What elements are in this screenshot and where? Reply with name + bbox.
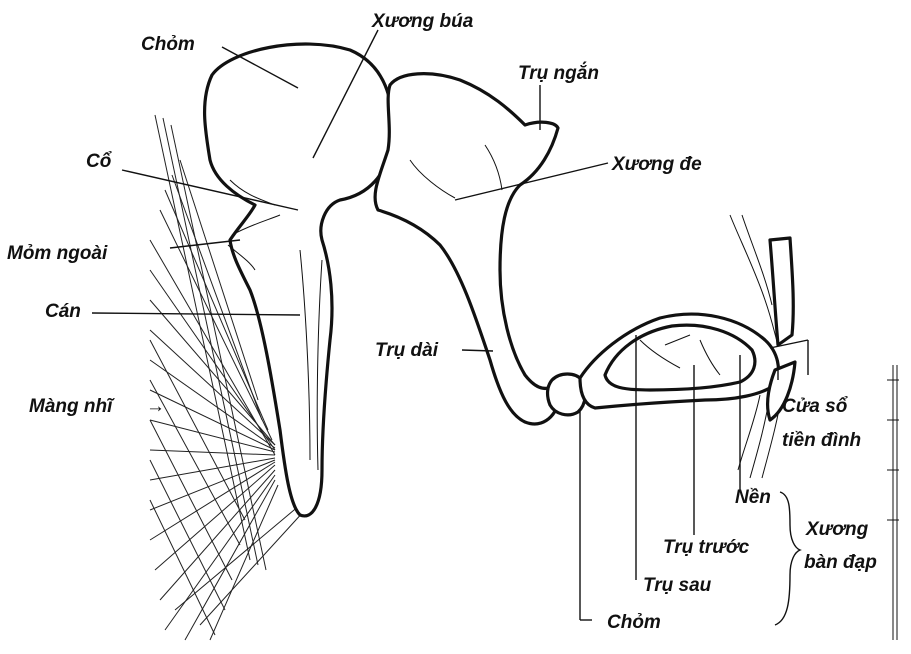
label-short-process: Trụ ngắn [518, 62, 599, 84]
stapes-brace [775, 492, 800, 625]
label-stapes-1: Xương [805, 519, 869, 540]
label-lateral-process: Mỏm ngoài [7, 243, 108, 264]
label-handle: Cán [45, 301, 81, 322]
label-long-process: Trụ dài [375, 340, 439, 361]
label-anterior-crus: Trụ trước [663, 537, 750, 558]
label-malleus-head: Chỏm [141, 34, 195, 55]
eardrum-arrow: → [146, 396, 165, 417]
label-stapes-2: bàn đạp [804, 552, 877, 573]
label-eardrum: Màng nhĩ [29, 396, 115, 417]
label-oval-window-2: tiền đình [782, 430, 861, 451]
label-incus: Xương đe [611, 154, 702, 175]
label-stapes-head: Chỏm [607, 612, 661, 633]
label-neck: Cổ [86, 151, 112, 172]
scan-edge-marks [887, 365, 899, 640]
label-footplate: Nền [735, 487, 771, 508]
incus-bone [375, 74, 560, 424]
label-oval-window-1: Cửa sổ [782, 396, 848, 417]
label-posterior-crus: Trụ sau [643, 575, 712, 596]
label-malleus: Xương búa [371, 11, 474, 32]
